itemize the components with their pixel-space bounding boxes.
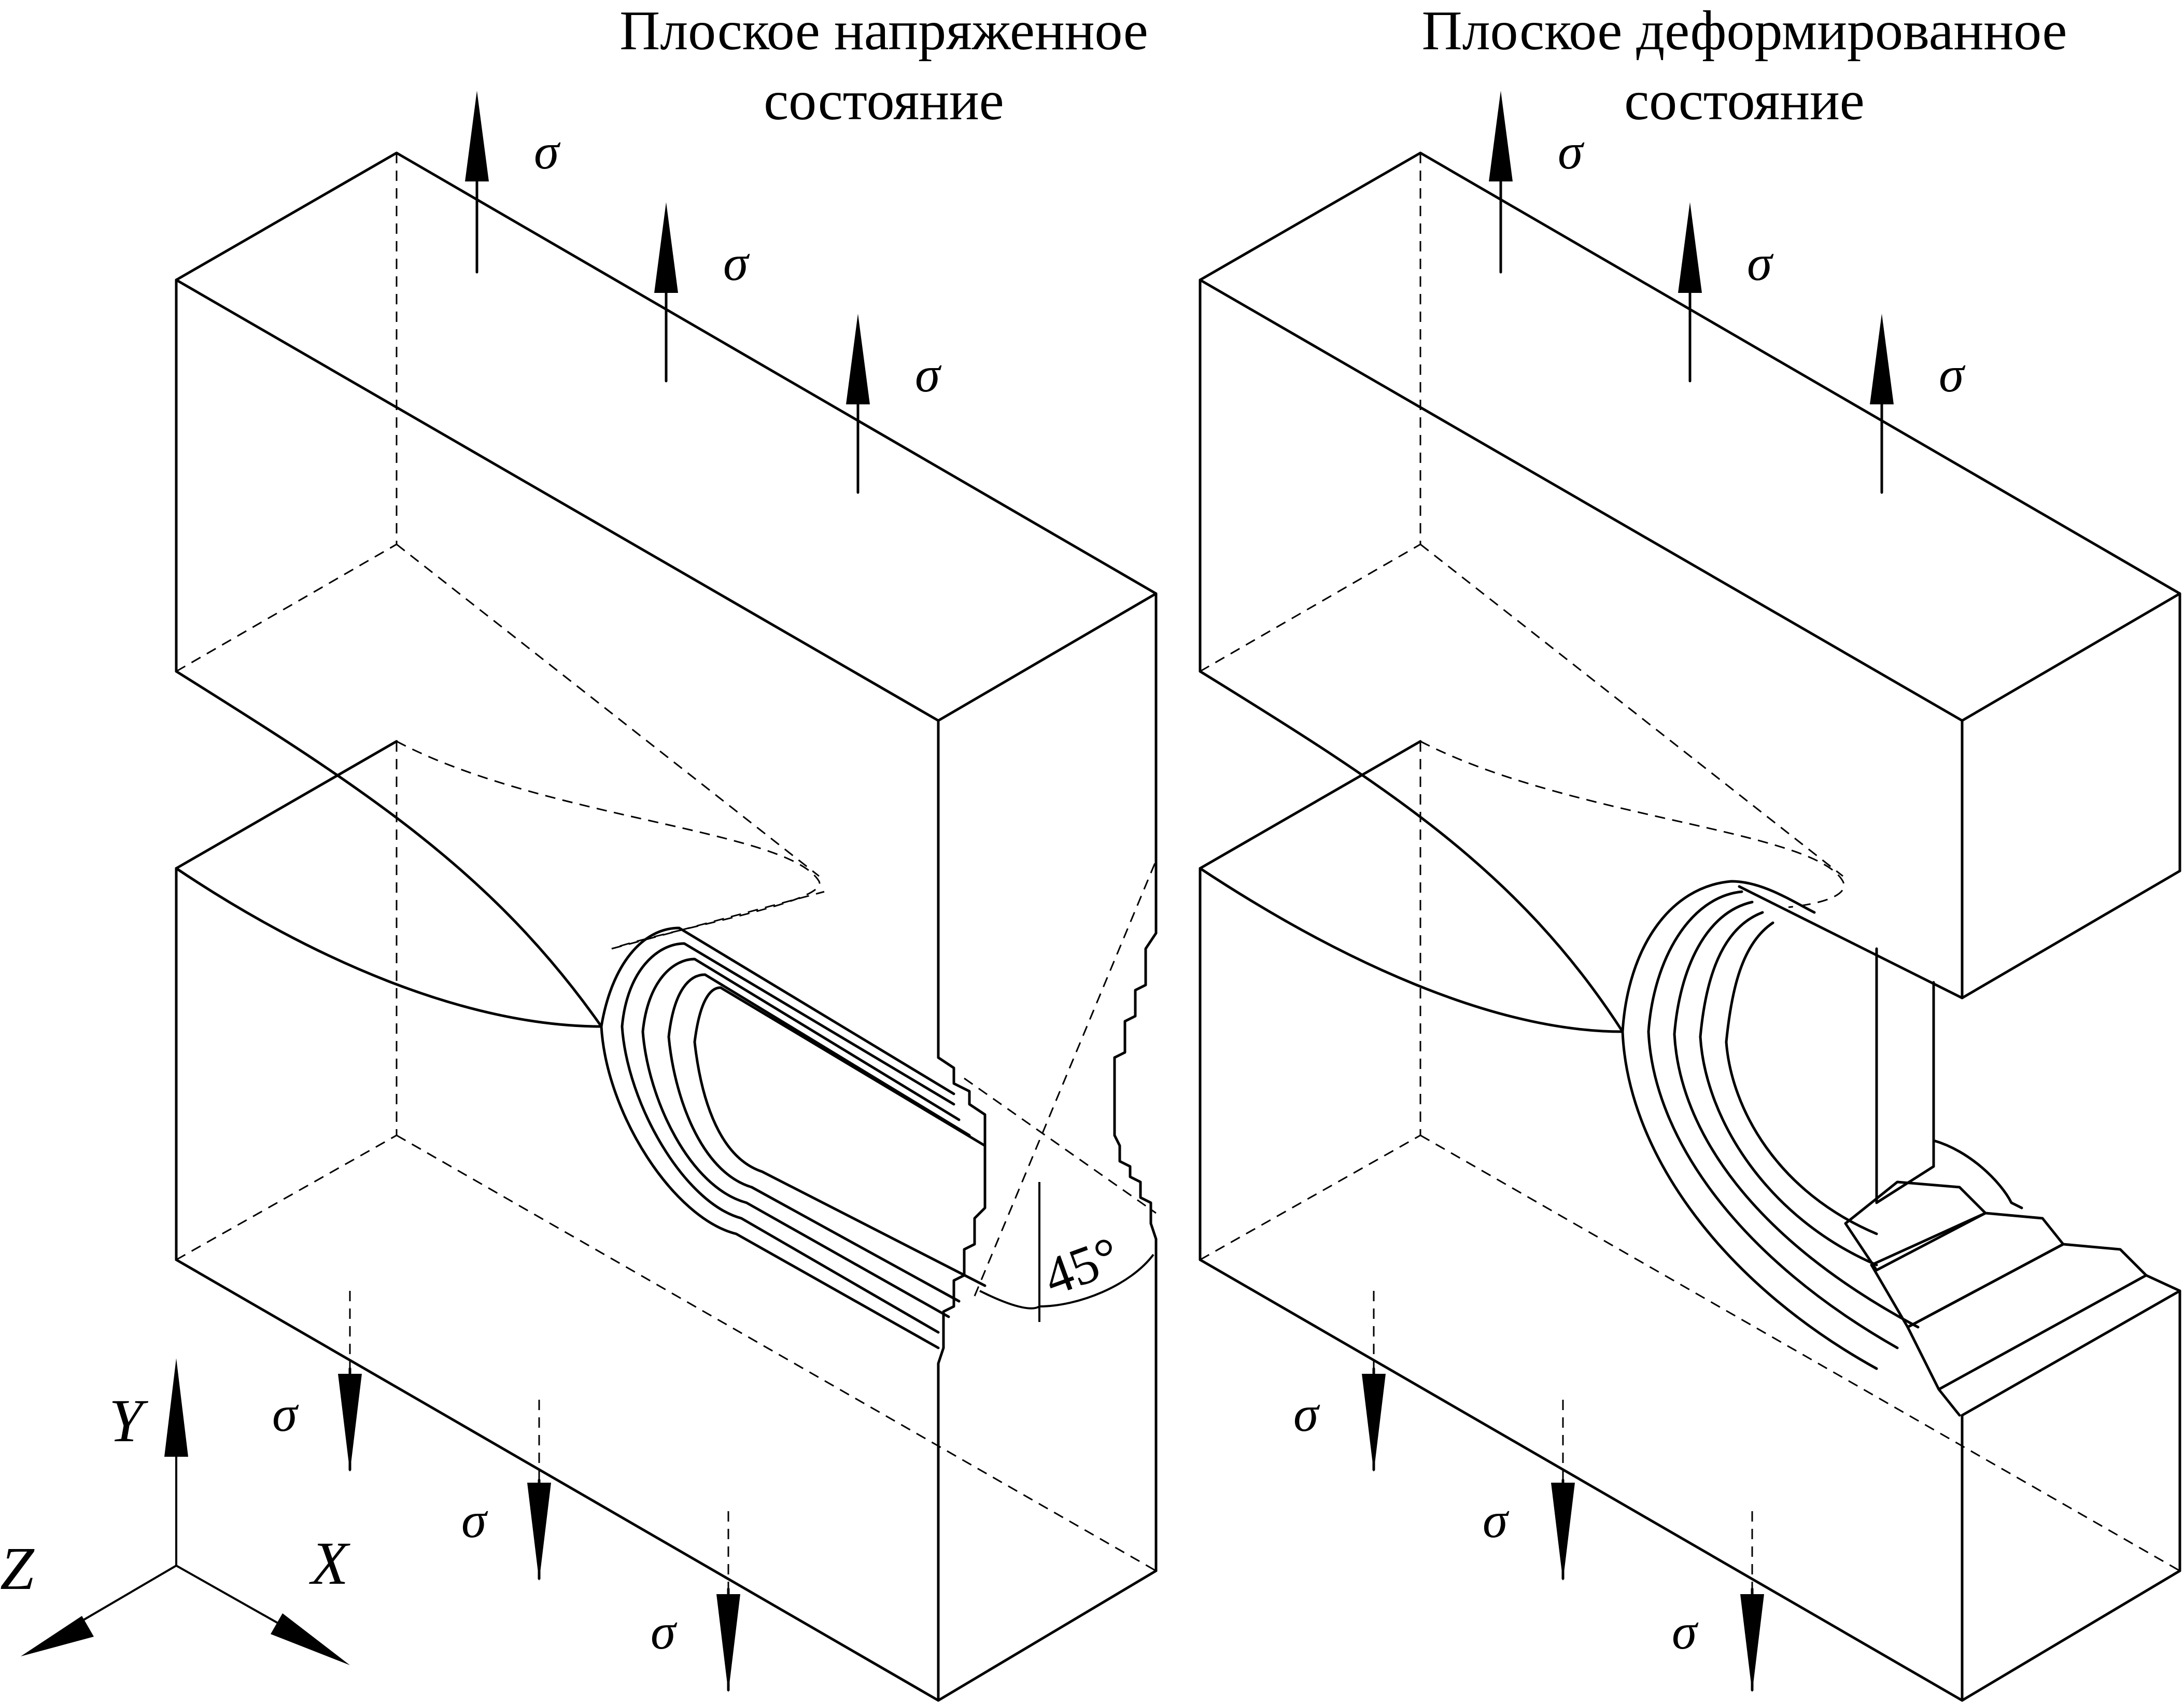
fracture-surface bbox=[1621, 880, 2181, 1417]
neck bbox=[1875, 947, 1935, 1204]
x-axis-arrow bbox=[271, 1613, 350, 1665]
sigma-label: σ bbox=[1293, 1386, 1320, 1442]
hidden-edges bbox=[1200, 153, 2180, 1572]
sigma-label: σ bbox=[534, 124, 561, 180]
fracture-surface bbox=[600, 926, 1158, 1365]
angle-label: 45° bbox=[1036, 1226, 1128, 1307]
sigma-label: σ bbox=[1939, 347, 1966, 403]
coordinate-axes: Y X Z bbox=[0, 1358, 350, 1665]
angle-45-marker: 45° bbox=[979, 1182, 1154, 1322]
y-axis-arrow bbox=[164, 1358, 188, 1457]
title-line2: состояние bbox=[1624, 70, 1864, 132]
panel-plane-strain: Плоское деформированное состояние bbox=[1199, 0, 2181, 1702]
panel-plane-stress: Плоское напряженное состояние bbox=[175, 0, 1158, 1702]
lower-block bbox=[1199, 740, 2181, 1702]
stress-arrows-top: σ σ σ bbox=[1489, 91, 1966, 494]
sigma-label: σ bbox=[723, 235, 750, 291]
sigma-label: σ bbox=[1672, 1604, 1699, 1660]
title-line2: состояние bbox=[764, 70, 1004, 132]
title-line1: Плоское деформированное bbox=[1422, 0, 2067, 62]
title-line1: Плоское напряженное bbox=[619, 0, 1148, 62]
upper-block bbox=[175, 151, 1158, 1059]
sigma-label: σ bbox=[1558, 124, 1585, 180]
upper-block bbox=[1199, 151, 2181, 1033]
stress-arrows-bottom: σ σ σ bbox=[272, 1291, 740, 1693]
sigma-label: σ bbox=[915, 347, 942, 403]
sigma-label: σ bbox=[1483, 1493, 1510, 1549]
sigma-label: σ bbox=[461, 1493, 488, 1549]
stress-arrows-bottom: σ σ σ bbox=[1293, 1291, 1764, 1693]
lower-block bbox=[175, 740, 1158, 1702]
x-axis-label: X bbox=[309, 1529, 350, 1597]
z-axis-label: Z bbox=[0, 1535, 35, 1602]
z-axis-arrow bbox=[21, 1616, 94, 1656]
sigma-label: σ bbox=[272, 1386, 299, 1442]
sigma-label: σ bbox=[651, 1604, 678, 1660]
y-axis-label: Y bbox=[109, 1387, 149, 1455]
sigma-label: σ bbox=[1747, 235, 1774, 291]
stress-arrows-top: σ σ σ bbox=[465, 91, 942, 494]
